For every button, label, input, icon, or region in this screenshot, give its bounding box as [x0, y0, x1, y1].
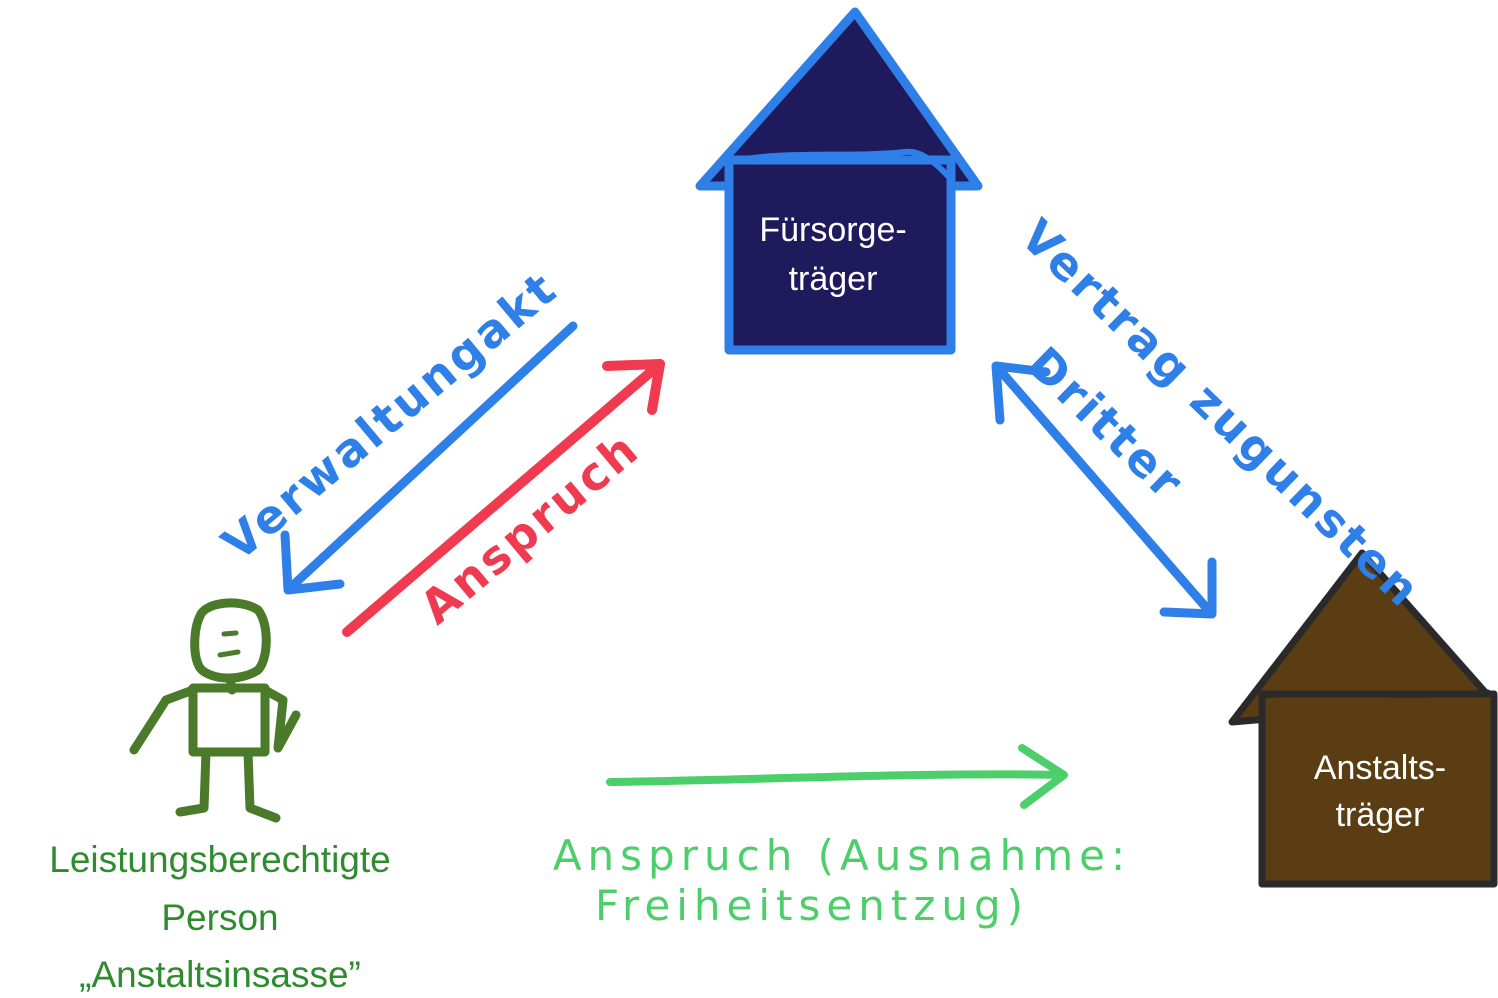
- anstalt-house-icon: [1228, 549, 1498, 888]
- anspruch-green-arrow: [606, 744, 1068, 809]
- person-label-line3: „Anstaltsinsasse”: [79, 954, 361, 995]
- anspruch-red-arrow: [342, 359, 665, 637]
- fuersorge-label-line2: träger: [789, 260, 878, 298]
- anspruch-green-label-line2: Freiheitsentzug): [595, 881, 1029, 930]
- anspruch-red-label: Anspruch: [410, 421, 650, 635]
- person-stick-figure-icon: [129, 598, 301, 823]
- fuersorge-label-line1: Fürsorge-: [759, 211, 906, 249]
- vertrag-double-arrow: [991, 361, 1217, 619]
- fuersorge-house-icon: [695, 7, 983, 355]
- person-label-line1: Leistungsberechtigte: [49, 839, 390, 880]
- anspruch-green-label-line1: Anspruch (Ausnahme:: [553, 831, 1131, 880]
- anstalt-label-line2: träger: [1336, 796, 1425, 834]
- verwaltungsakt-arrow: [280, 321, 578, 595]
- person-label-line2: Person: [161, 897, 278, 938]
- anstalt-label-line1: Anstalts-: [1314, 749, 1446, 787]
